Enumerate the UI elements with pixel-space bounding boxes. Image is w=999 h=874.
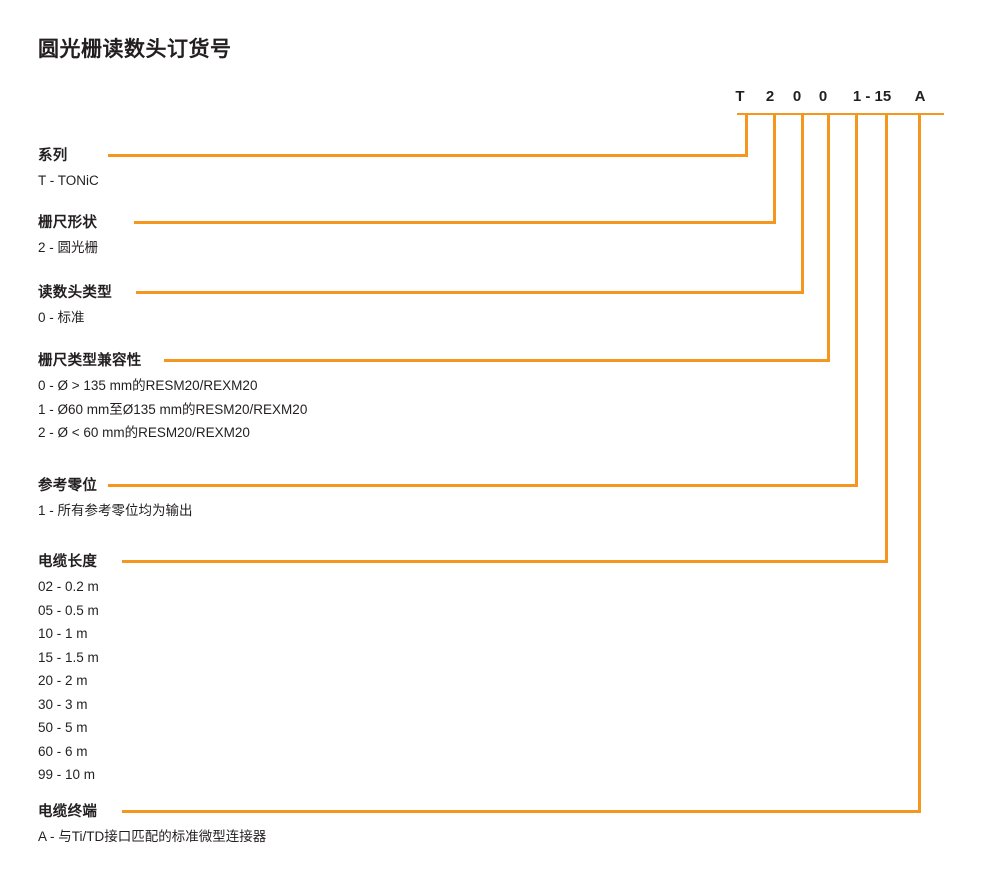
- option-item: A - 与Ti/TD接口匹配的标准微型连接器: [38, 829, 267, 844]
- branch-horizontal-line: [122, 810, 921, 813]
- branch-vertical-line: [885, 113, 888, 563]
- option-item: 1 - Ø60 mm至Ø135 mm的RESM20/REXM20: [38, 401, 308, 417]
- section-label: 电缆终端: [38, 804, 98, 820]
- option-item: 60 - 6 m: [38, 743, 88, 759]
- section-heading: 读数头类型: [38, 281, 112, 301]
- order-code-section: 电缆终端 A - 与Ti/TD接口匹配的标准微型连接器: [38, 800, 266, 849]
- part-number-char: A: [914, 88, 926, 105]
- part-number-char: T: [735, 88, 745, 105]
- option-item: 1 - 所有参考零位均为输出: [38, 503, 193, 518]
- option-item: 10 - 1 m: [38, 626, 88, 641]
- part-number-underline: [737, 113, 944, 115]
- option-item: 2 - Ø < 60 mm的RESM20/REXM20: [38, 425, 250, 440]
- order-code-section: 电缆长度 02 - 0.2 m 05 - 0.5 m 10 - 1 m 15 - 1.5…: [38, 550, 99, 787]
- part-number-char: 1 - 15: [852, 88, 892, 105]
- section-options: A - 与Ti/TD接口匹配的标准微型连接器: [38, 825, 266, 849]
- order-code-section: 参考零位 1 - 所有参考零位均为输出: [38, 474, 193, 523]
- option-item: 0 - Ø > 135 mm的RESM20/REXM20: [38, 378, 258, 393]
- section-heading: 栅尺类型兼容性: [38, 349, 307, 369]
- section-options: 0 - 标准: [38, 306, 112, 330]
- branch-vertical-line: [827, 113, 830, 362]
- branch-vertical-line: [773, 113, 776, 224]
- branch-horizontal-line: [134, 221, 776, 224]
- option-item: 20 - 2 m: [38, 673, 88, 688]
- section-options: 02 - 0.2 m 05 - 0.5 m 10 - 1 m 15 - 1.5 m 20…: [38, 575, 99, 787]
- branch-horizontal-line: [122, 560, 888, 563]
- branch-horizontal-line: [136, 291, 804, 294]
- section-label: 栅尺形状: [38, 215, 98, 231]
- option-item: 50 - 5 m: [38, 720, 88, 735]
- section-label: 读数头类型: [38, 285, 112, 301]
- option-item: 02 - 0.2 m: [38, 579, 99, 594]
- section-options: 2 - 圆光栅: [38, 236, 98, 260]
- branch-vertical-line: [801, 113, 804, 294]
- option-item: 0 - 标准: [38, 310, 85, 325]
- section-heading: 系列: [38, 144, 99, 164]
- section-label: 栅尺类型兼容性: [38, 353, 142, 369]
- option-item: 2 - 圆光栅: [38, 240, 99, 255]
- section-heading: 电缆终端: [38, 800, 266, 820]
- option-item: T - TONiC: [38, 173, 99, 188]
- branch-horizontal-line: [108, 154, 748, 157]
- part-number-char: 0: [792, 88, 802, 105]
- section-heading: 电缆长度: [38, 550, 99, 570]
- page-title: 圆光栅读数头订货号: [38, 38, 232, 61]
- section-options: T - TONiC: [38, 169, 99, 193]
- branch-horizontal-line: [164, 359, 830, 362]
- order-code-section: 栅尺形状 2 - 圆光栅: [38, 211, 98, 260]
- option-item: 15 - 1.5 m: [38, 649, 99, 665]
- branch-vertical-line: [745, 113, 748, 157]
- order-code-section: 系列 T - TONiC: [38, 144, 99, 193]
- part-number-char: 0: [818, 88, 828, 105]
- section-label: 电缆长度: [38, 554, 98, 570]
- order-code-section: 读数头类型 0 - 标准: [38, 281, 112, 330]
- branch-horizontal-line: [108, 484, 858, 487]
- option-item: 05 - 0.5 m: [38, 602, 99, 618]
- section-label: 参考零位: [38, 478, 98, 494]
- section-options: 0 - Ø > 135 mm的RESM20/REXM20 1 - Ø60 mm至Ø…: [38, 374, 307, 445]
- branch-vertical-line: [918, 113, 921, 813]
- section-heading: 栅尺形状: [38, 211, 98, 231]
- section-label: 系列: [38, 148, 68, 164]
- part-number-char: 2: [765, 88, 775, 105]
- section-heading: 参考零位: [38, 474, 193, 494]
- branch-vertical-line: [855, 113, 858, 487]
- option-item: 30 - 3 m: [38, 696, 88, 712]
- option-item: 99 - 10 m: [38, 767, 96, 782]
- order-code-section: 栅尺类型兼容性 0 - Ø > 135 mm的RESM20/REXM20 1 - Ø…: [38, 349, 307, 445]
- section-options: 1 - 所有参考零位均为输出: [38, 499, 193, 523]
